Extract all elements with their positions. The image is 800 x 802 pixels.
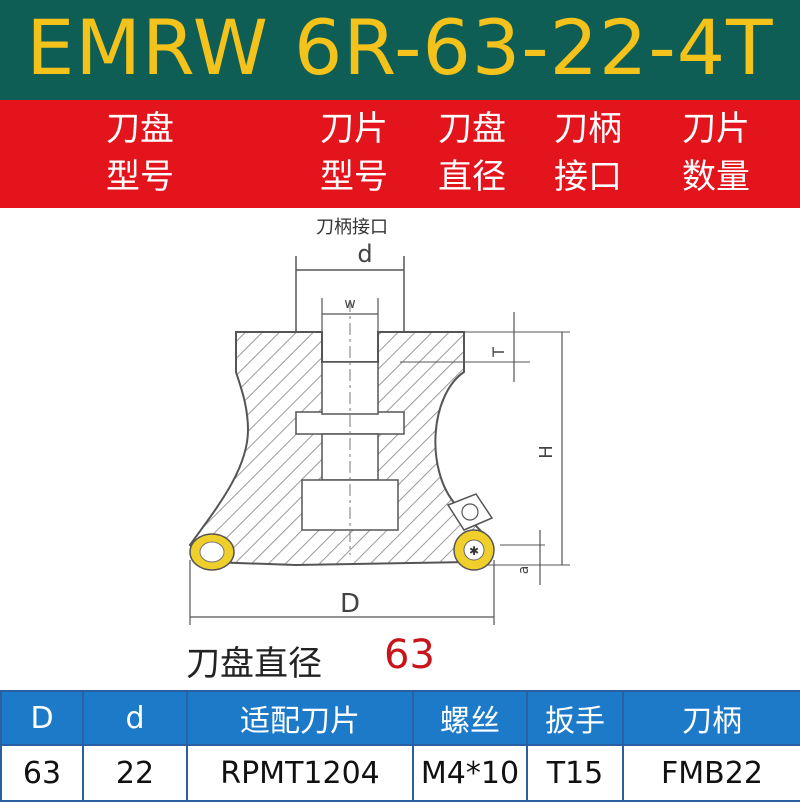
header-cutter-diameter-line2: 直径	[438, 157, 506, 197]
spec-header-insert: 适配刀片	[186, 690, 414, 746]
header-shank-interface-line1: 刀柄	[554, 109, 622, 149]
spec-header-wrench: 扳手	[526, 690, 624, 746]
spec-header-row: D d 适配刀片 螺丝 扳手 刀柄	[0, 690, 800, 746]
spec-value-row: 63 22 RPMT1204 M4*10 T15 FMB22	[0, 744, 800, 802]
header-insert-quantity-line2: 数量	[682, 157, 750, 197]
header-shank-interface-line2: 接口	[554, 157, 622, 197]
D-label: D	[340, 589, 360, 619]
spec-value-d: 22	[82, 744, 188, 802]
header-insert-model-line2: 型号	[320, 157, 388, 197]
h-label: H	[536, 445, 557, 459]
spec-header-screw: 螺丝	[412, 690, 528, 746]
header-cutter-diameter-line1: 刀盘	[438, 109, 506, 149]
header-cutter-model-line2: 型号	[106, 157, 174, 197]
clamp-screw	[461, 503, 479, 521]
right-insert-screw	[463, 539, 485, 561]
cutter-diameter-label: 刀盘直径	[186, 644, 322, 684]
spec-value-arbor: FMB22	[622, 744, 800, 802]
spec-header-D: D	[0, 690, 84, 746]
shank-interface-caption: 刀柄接口	[316, 217, 388, 238]
a-label: a	[516, 566, 532, 575]
left-insert-center	[199, 541, 225, 563]
t-label: T	[489, 347, 508, 358]
spec-header-arbor: 刀柄	[622, 690, 800, 746]
d-label: d	[357, 240, 372, 268]
spec-value-wrench: T15	[526, 744, 624, 802]
spec-value-D: 63	[0, 744, 84, 802]
title-bar	[0, 0, 800, 100]
header-cutter-model-line1: 刀盘	[106, 109, 174, 149]
cutter-cross-section-drawing: 刀柄接口 d w T H a ✱ D	[188, 217, 570, 625]
cutter-diameter-value: 63	[384, 632, 435, 678]
torx-screw-icon: ✱	[469, 544, 479, 558]
header-insert-quantity-line1: 刀片	[682, 109, 750, 149]
product-title: EMRW 6R-63-22-4T	[26, 3, 774, 92]
spec-value-screw: M4*10	[412, 744, 528, 802]
spec-header-d: d	[82, 690, 188, 746]
spec-value-insert: RPMT1204	[186, 744, 414, 802]
spec-table: D d 适配刀片 螺丝 扳手 刀柄 63 22 RPMT1204 M4*10 T…	[0, 690, 800, 802]
header-insert-model-line1: 刀片	[320, 109, 388, 149]
header-bar	[0, 100, 800, 208]
